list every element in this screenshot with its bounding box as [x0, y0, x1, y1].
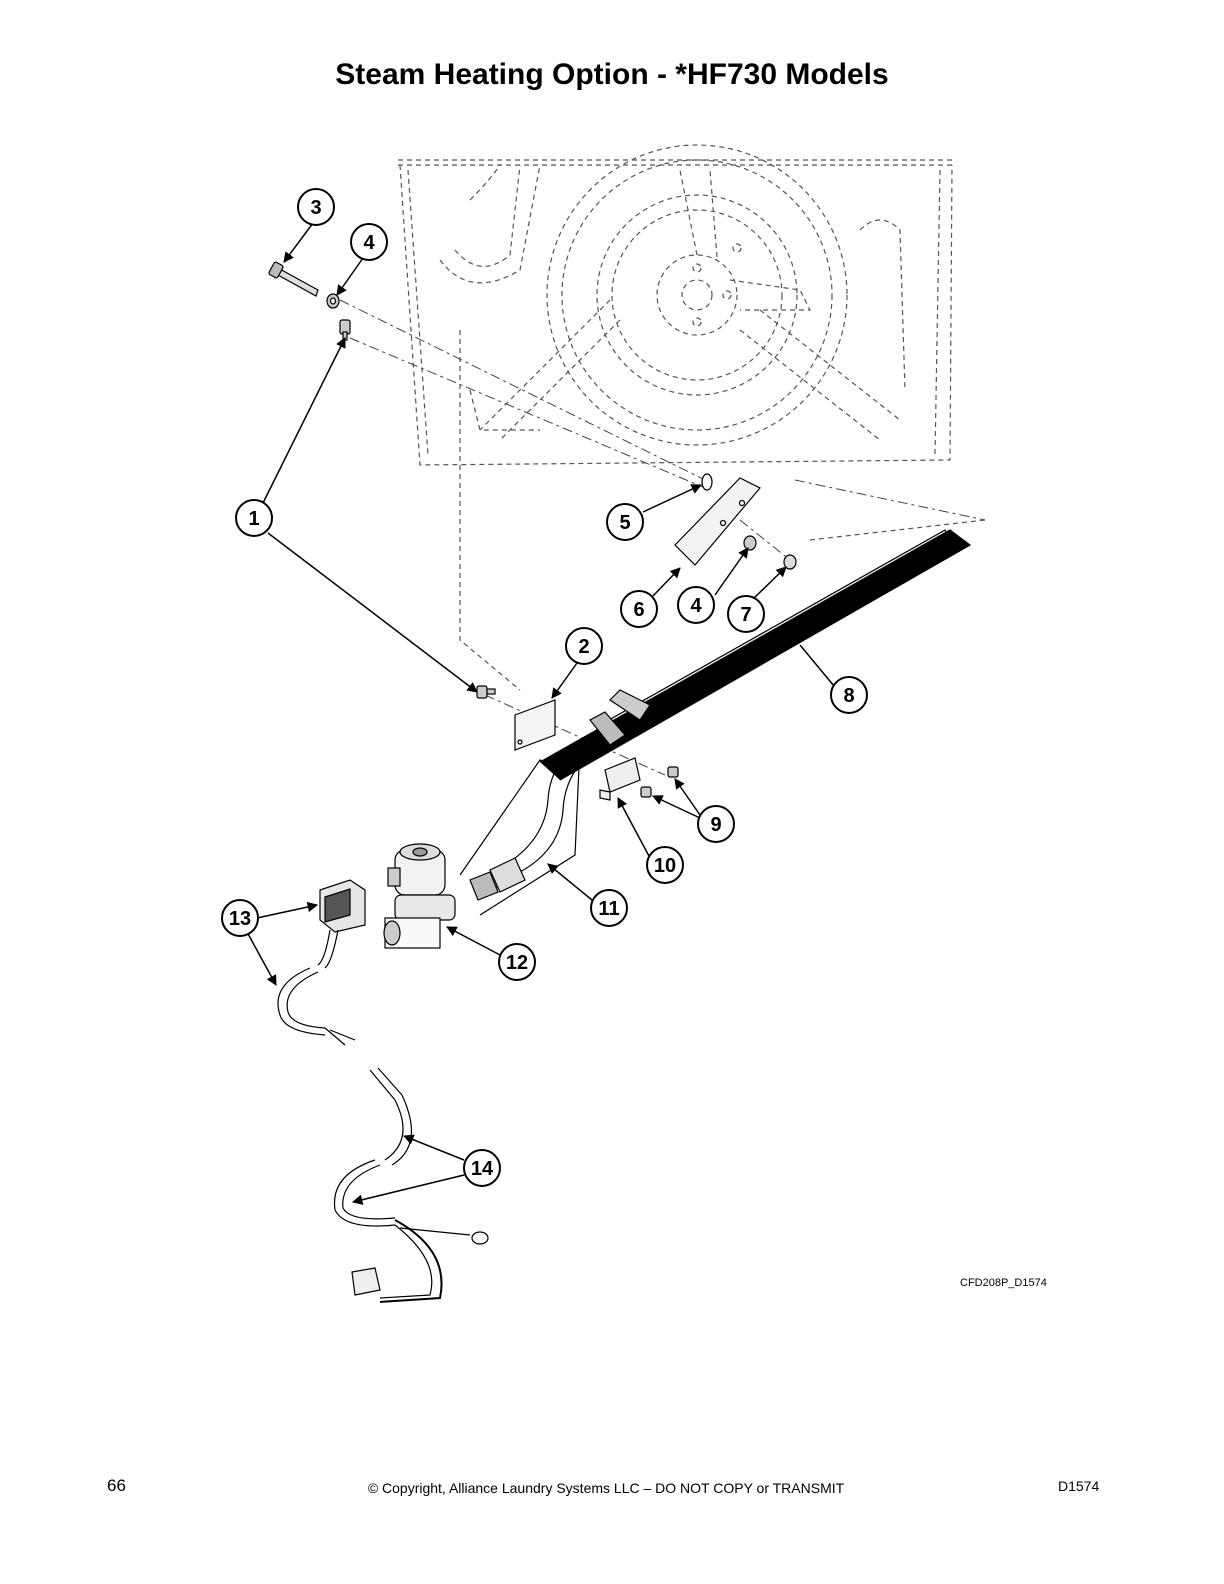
bracket-assembly	[674, 473, 797, 570]
callout-circles	[221, 188, 868, 1187]
callout-11	[590, 889, 628, 927]
assembly-centerlines	[339, 299, 986, 776]
callout-8	[830, 676, 868, 714]
document-id: D1574	[1058, 1478, 1100, 1494]
page-number: 66	[107, 1476, 126, 1495]
callout-label-2: 2	[578, 636, 589, 658]
callout-4-top	[350, 223, 388, 261]
callout-label-1: 1	[248, 508, 259, 530]
screw-part	[339, 319, 351, 341]
solenoid-valve	[383, 843, 456, 949]
leader-lines	[246, 222, 835, 1205]
clamp-bracket	[599, 757, 679, 801]
flex-hose	[459, 734, 601, 916]
callout-label-10: 10	[654, 855, 676, 877]
callout-12	[498, 943, 536, 981]
callout-7	[727, 595, 765, 633]
callout-label-8: 8	[843, 685, 854, 707]
page-title: Steam Heating Option - *HF730 Models	[335, 58, 889, 91]
copyright-notice: © Copyright, Alliance Laundry Systems LL…	[367, 1480, 845, 1496]
callout-1	[235, 499, 273, 537]
callout-9	[697, 805, 735, 843]
wire-harness	[277, 929, 489, 1303]
steam-tube	[539, 529, 972, 781]
callout-label-14: 14	[471, 1158, 494, 1180]
drawing-code: CFD208P_D1574	[960, 1277, 1047, 1289]
callout-label-9: 9	[710, 814, 721, 836]
callout-label-13: 13	[229, 908, 251, 930]
washer-part	[326, 293, 340, 309]
callout-2	[565, 627, 603, 665]
bolt-part	[268, 261, 319, 297]
callout-4-mid	[677, 586, 715, 624]
screw-part-lower	[476, 685, 496, 699]
callout-label-3: 3	[310, 197, 321, 219]
callout-labels: 3 4 1 5 6 4 7 2 8 9 10 11 12 13 14	[229, 197, 855, 1180]
callout-label-6: 6	[633, 599, 644, 621]
callout-14	[463, 1149, 501, 1187]
callout-6	[620, 590, 658, 628]
electrical-connector	[319, 879, 366, 933]
callout-3	[297, 188, 335, 226]
callout-label-4-top: 4	[363, 232, 375, 254]
mounting-plate	[514, 699, 556, 751]
callout-label-5: 5	[619, 512, 630, 534]
callout-label-4-mid: 4	[690, 595, 702, 617]
callout-label-7: 7	[740, 604, 751, 626]
callout-label-12: 12	[506, 952, 528, 974]
callout-10	[646, 846, 684, 884]
callout-13	[221, 899, 259, 937]
callout-label-11: 11	[598, 898, 619, 920]
machine-frame-phantom	[398, 144, 986, 691]
callout-5	[606, 503, 644, 541]
